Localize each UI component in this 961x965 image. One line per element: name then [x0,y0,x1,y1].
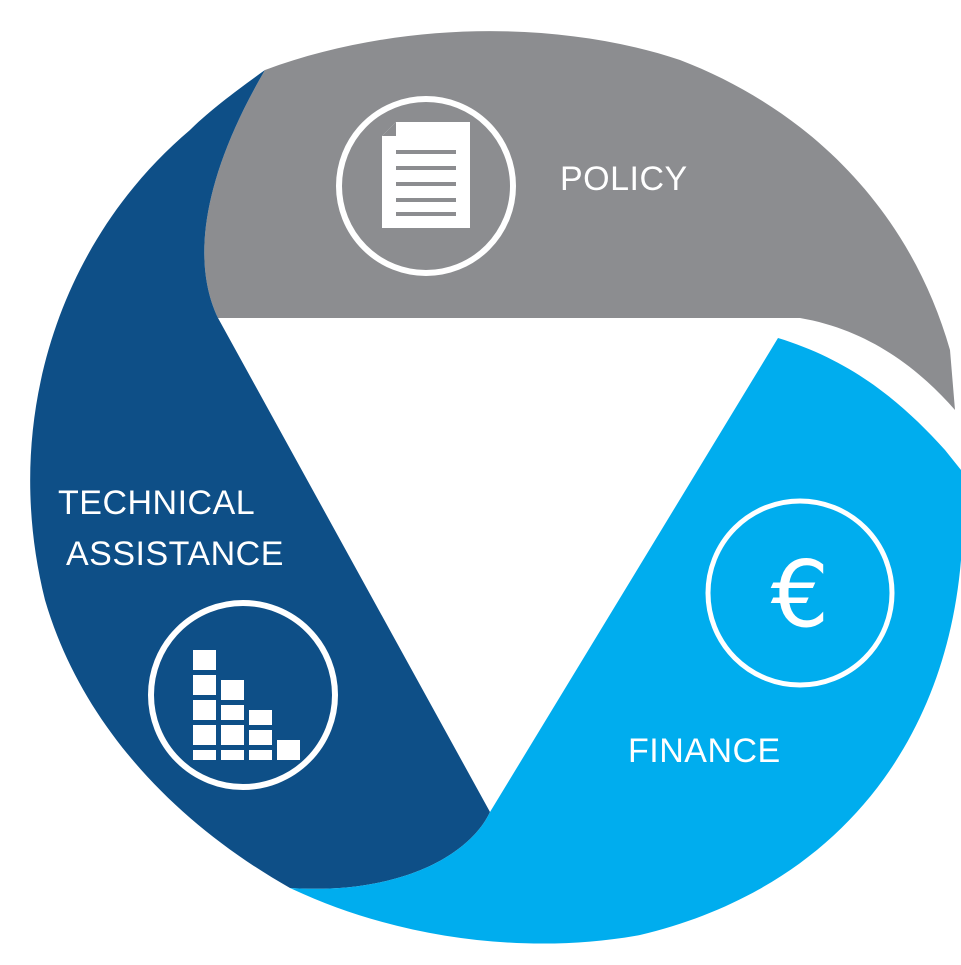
document-icon [336,96,516,276]
technical-assistance-segment [30,70,490,889]
policy-label: POLICY [560,160,688,198]
finance-label: FINANCE [628,732,781,770]
policy-segment [204,31,955,410]
bar-steps-icon [148,600,338,790]
euro-icon: € [705,498,895,688]
technical-label-line-1: TECHNICAL [58,484,255,522]
technical-label-line-2: ASSISTANCE [66,535,284,573]
finance-segment [290,338,961,944]
euro-symbol: € [771,541,830,648]
